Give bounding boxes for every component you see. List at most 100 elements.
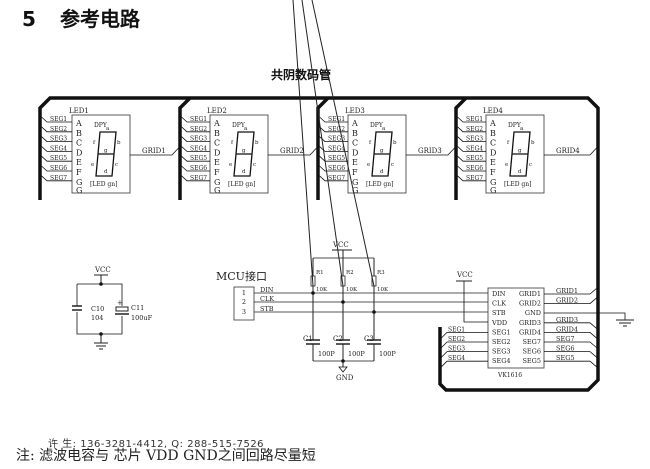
seg-wire — [440, 360, 488, 368]
seg-wire — [41, 126, 72, 133]
vcc-label: VCC — [94, 266, 111, 274]
seg-letter: d — [518, 169, 522, 175]
contact-info: 许 生: 136-3281-4412, Q: 288-515-7526 — [48, 439, 265, 450]
led-part-label: [LED gn] — [504, 181, 531, 188]
section-title: 参考电路 — [60, 7, 140, 31]
seg-letter: g — [380, 148, 384, 154]
seg-wire — [440, 351, 488, 358]
c10-ref: C10 — [91, 305, 104, 313]
seg-net-label: SEG1 — [50, 116, 67, 123]
seg-wire — [181, 175, 210, 182]
seg-letter: e — [367, 162, 370, 168]
net-wire — [544, 351, 598, 358]
seg-letter: c — [529, 162, 532, 168]
vcc-label: VCC — [456, 271, 473, 279]
led-pin-label: A — [213, 119, 220, 128]
wire — [292, 0, 314, 287]
led-pin-label: C — [214, 139, 220, 148]
led-pin-label: G — [490, 178, 496, 187]
grid-wire — [130, 147, 179, 156]
mcu-label: MCU接口 — [216, 270, 267, 283]
signal-net-label: STB — [260, 305, 274, 313]
chip-pin-left: SEG3 — [492, 348, 511, 356]
grid-net-label: GRID3 — [418, 147, 442, 155]
chip-net-label: GRID3 — [556, 316, 578, 324]
seg-wire — [457, 146, 486, 152]
seg-letter: b — [255, 140, 259, 146]
seg-net-label: SEG2 — [328, 126, 345, 133]
seg-net-label: SEG4 — [50, 145, 67, 152]
seg-wire — [181, 126, 210, 133]
grid-net-label: GRID2 — [280, 147, 304, 155]
seg-net-label: SEG3 — [328, 136, 345, 143]
seg-net-label: SEG1 — [190, 116, 207, 123]
cap-ref: C3 — [364, 335, 374, 343]
polarity-plus: + — [117, 299, 123, 307]
mcu-connector — [233, 286, 255, 321]
dp-label: DPY — [94, 122, 108, 129]
connector-pin-number: 2 — [242, 298, 246, 306]
seg-net-label: SEG6 — [328, 165, 345, 172]
seg-net-label: SEG2 — [50, 126, 67, 133]
chip-net-label: GRID2 — [556, 297, 578, 305]
cap-value: 100P — [318, 350, 335, 358]
seg-net-label: SEG4 — [448, 355, 465, 362]
seg-letter: f — [231, 140, 234, 146]
resistor-ref: R2 — [346, 270, 354, 276]
seg-net-label: SEG2 — [190, 126, 207, 133]
seg-net-label: SEG7 — [328, 175, 345, 182]
gnd-arrow — [338, 366, 348, 373]
section-number: 5 — [22, 7, 36, 31]
chip-net-label: SEG7 — [556, 335, 575, 343]
led-pin-label: E — [76, 158, 82, 167]
seven-segment-digit — [509, 131, 531, 177]
led-ref: LED1 — [69, 107, 89, 115]
seg-wire — [319, 146, 348, 152]
chip-body — [487, 287, 545, 369]
seg-letter: a — [244, 126, 248, 132]
seg-net-label: SEG6 — [50, 165, 67, 172]
chip-pin-left: VDD — [491, 319, 507, 327]
chip-net-label: GRID4 — [556, 325, 578, 333]
dp-label: DPY — [370, 122, 384, 129]
chip-net-label: SEG5 — [556, 354, 575, 362]
led-pin-label: D — [352, 148, 358, 157]
led-pin-label: G — [352, 178, 358, 187]
chip-pin-right: GRID1 — [519, 290, 541, 298]
resistor-value: 10K — [346, 287, 358, 293]
seg-wire — [457, 136, 486, 142]
seg-net-label: SEG3 — [466, 136, 483, 143]
chip-pin-right: GND — [525, 309, 541, 317]
seg-letter: f — [369, 140, 372, 146]
seg-net-label: SEG1 — [448, 326, 465, 333]
seg-letter: d — [104, 169, 108, 175]
grid-wire — [544, 147, 597, 156]
wire — [301, 0, 344, 287]
seg-net-label: SEG4 — [328, 145, 345, 152]
seg-net-label: SEG4 — [466, 145, 483, 152]
seven-segment-digit — [371, 131, 393, 177]
seg-net-label: SEG5 — [50, 155, 67, 162]
led-pin-label: F — [76, 168, 82, 177]
cap-value: 100P — [379, 350, 396, 358]
grid-net-label: GRID1 — [142, 147, 166, 155]
bus-branch — [316, 96, 330, 200]
seg-letter: b — [117, 140, 121, 146]
seg-letter: b — [393, 140, 397, 146]
led-ref: LED2 — [207, 107, 227, 115]
c11-plate — [115, 306, 129, 312]
chip-net-label: GRID1 — [556, 287, 578, 295]
led-pin-label: G — [76, 178, 82, 187]
led-pin-label: G — [352, 186, 358, 195]
seven-segment-digit — [233, 131, 255, 177]
net-wire — [544, 332, 598, 339]
led-ref: LED3 — [345, 107, 365, 115]
seg-letter: f — [93, 140, 96, 146]
seg-wire — [41, 155, 72, 162]
led-pin-label: G — [76, 186, 82, 195]
seg-wire — [41, 165, 72, 172]
